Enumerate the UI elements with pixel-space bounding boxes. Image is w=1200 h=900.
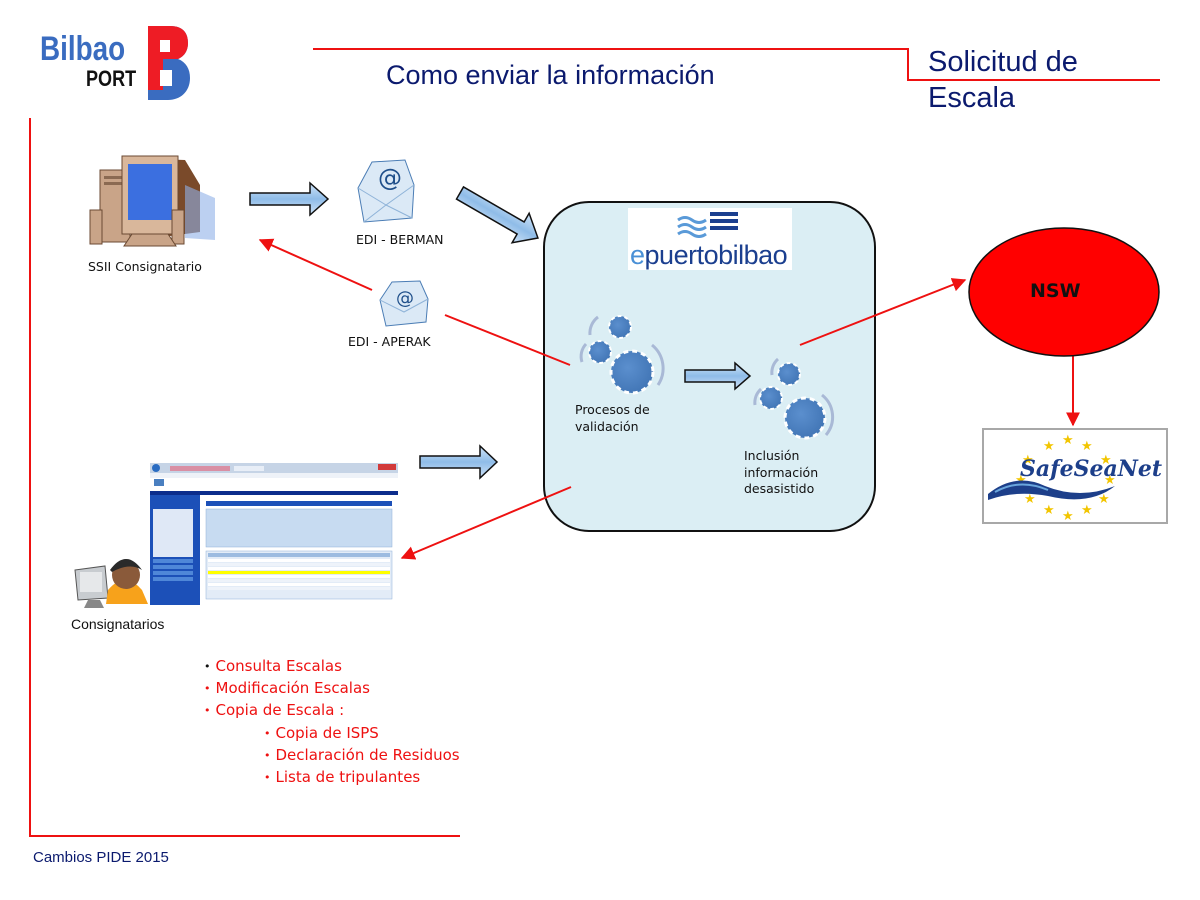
section-title-line-2: Escala xyxy=(928,82,1016,114)
validation-gears-icon xyxy=(579,315,665,395)
svg-text:★: ★ xyxy=(1043,439,1055,454)
edi-aperak-label: EDI - APERAK xyxy=(348,334,431,349)
sub-list-item: • Declaración de Residuos xyxy=(204,745,460,767)
page-title: Como enviar la información xyxy=(386,60,715,90)
arrow-portal-to-hub xyxy=(419,444,499,480)
arrow-ssii-to-berman xyxy=(249,181,330,217)
left-footer-rule xyxy=(29,118,460,837)
list-item-text: Modificación Escalas xyxy=(215,679,370,698)
nsw-node xyxy=(968,227,1160,357)
portal-screenshot-image xyxy=(150,463,398,605)
header-rule xyxy=(313,48,1160,81)
list-item-text: Consulta Escalas xyxy=(215,657,342,675)
functions-list: •Consulta Escalas •Modificación Escalas … xyxy=(204,656,460,789)
logo-bilbao-text: Bilbao xyxy=(40,30,126,68)
footer-text: Cambios PIDE 2015 xyxy=(33,849,169,866)
email-envelope-icon: @ xyxy=(357,159,415,223)
bullet-icon: • xyxy=(264,726,271,740)
arrow-validation-to-inclusion xyxy=(684,361,752,391)
epuertobilbao-brand: epuertobilbao xyxy=(630,240,788,271)
list-item: • Copia de Escala : xyxy=(204,700,460,722)
svg-text:★: ★ xyxy=(1081,439,1093,454)
inclusion-label-line-2: información xyxy=(744,464,819,480)
arrow-aperak-to-ssii xyxy=(258,238,373,291)
arrow-inclusion-to-nsw xyxy=(799,278,967,346)
svg-text:★: ★ xyxy=(1043,503,1055,518)
svg-text:★: ★ xyxy=(1100,453,1112,468)
bullet-icon: • xyxy=(264,771,271,785)
inclusion-gears-icon xyxy=(753,357,835,440)
logo-port-text: PORT xyxy=(86,66,137,91)
email-envelope-icon: @ xyxy=(379,280,429,327)
epuertobilbao-logo xyxy=(628,208,792,270)
ssii-consignatario-label: SSII Consignatario xyxy=(88,259,202,274)
bilbao-port-b-logo-icon xyxy=(148,26,190,100)
brand-name: puertobilbao xyxy=(644,240,788,270)
safeseanet-logo xyxy=(982,428,1168,524)
section-title-line-1: Solicitud de xyxy=(928,46,1078,78)
wave-icon xyxy=(988,480,1115,500)
inclusion-label-line-1: Inclusión xyxy=(744,448,800,463)
validation-process-label: Procesos de validación xyxy=(575,401,650,435)
bullet-icon: • xyxy=(204,682,211,696)
arrow-berman-to-hub xyxy=(455,185,539,244)
validation-label-line-2: validación xyxy=(575,419,639,434)
svg-text:@: @ xyxy=(378,164,402,192)
sub-list-item-text: Copia de ISPS xyxy=(275,723,379,742)
svg-text:★: ★ xyxy=(1098,492,1110,507)
list-item: • Consulta Escalas xyxy=(204,656,460,678)
nsw-label: NSW xyxy=(1030,280,1081,302)
consignatarios-label: Consignatarios xyxy=(71,616,165,632)
sub-list-item: • Lista de tripulantes xyxy=(204,767,460,789)
section-title: Solicitud de Escala xyxy=(928,44,1078,116)
eu-stars-icon: ★ ★ ★ ★ ★ ★ ★ ★ ★ ★ ★ ★ xyxy=(1015,433,1116,524)
sub-list-item: • Copia de ISPS xyxy=(204,723,460,745)
sub-list-item-text: Declaración de Residuos xyxy=(275,745,460,764)
user-at-computer-icon xyxy=(74,559,148,608)
epuertobilbao-waves-icon xyxy=(677,212,738,238)
bullet-icon: • xyxy=(264,748,271,762)
svg-text:★: ★ xyxy=(1062,509,1074,524)
inclusion-process-label: Inclusión información desasistido xyxy=(744,448,818,498)
svg-text:★: ★ xyxy=(1022,453,1034,468)
desktop-computer-icon xyxy=(89,155,215,247)
svg-text:★: ★ xyxy=(1062,433,1074,448)
bullet-icon: • xyxy=(204,704,211,718)
inclusion-label-line-3: desasistido xyxy=(744,481,815,496)
safeseanet-label: SafeSeaNet xyxy=(1020,456,1163,482)
list-item: • Modificación Escalas xyxy=(204,678,460,700)
svg-text:★: ★ xyxy=(1015,473,1027,488)
svg-text:★: ★ xyxy=(1081,503,1093,518)
arrow-validation-to-aperak xyxy=(444,314,571,366)
arrow-hub-to-portal xyxy=(400,486,572,560)
list-item-text: Copia de Escala : xyxy=(215,701,345,720)
svg-text:★: ★ xyxy=(1104,473,1116,488)
validation-label-line-1: Procesos de xyxy=(575,402,650,417)
brand-prefix: e xyxy=(630,240,645,270)
svg-text:★: ★ xyxy=(1024,492,1036,507)
bullet-icon: • xyxy=(204,660,211,673)
portal-screenshot-thumbnail xyxy=(150,463,398,605)
svg-text:@: @ xyxy=(396,288,414,309)
sub-list-item-text: Lista de tripulantes xyxy=(275,768,421,787)
edi-berman-label: EDI - BERMAN xyxy=(356,232,444,247)
